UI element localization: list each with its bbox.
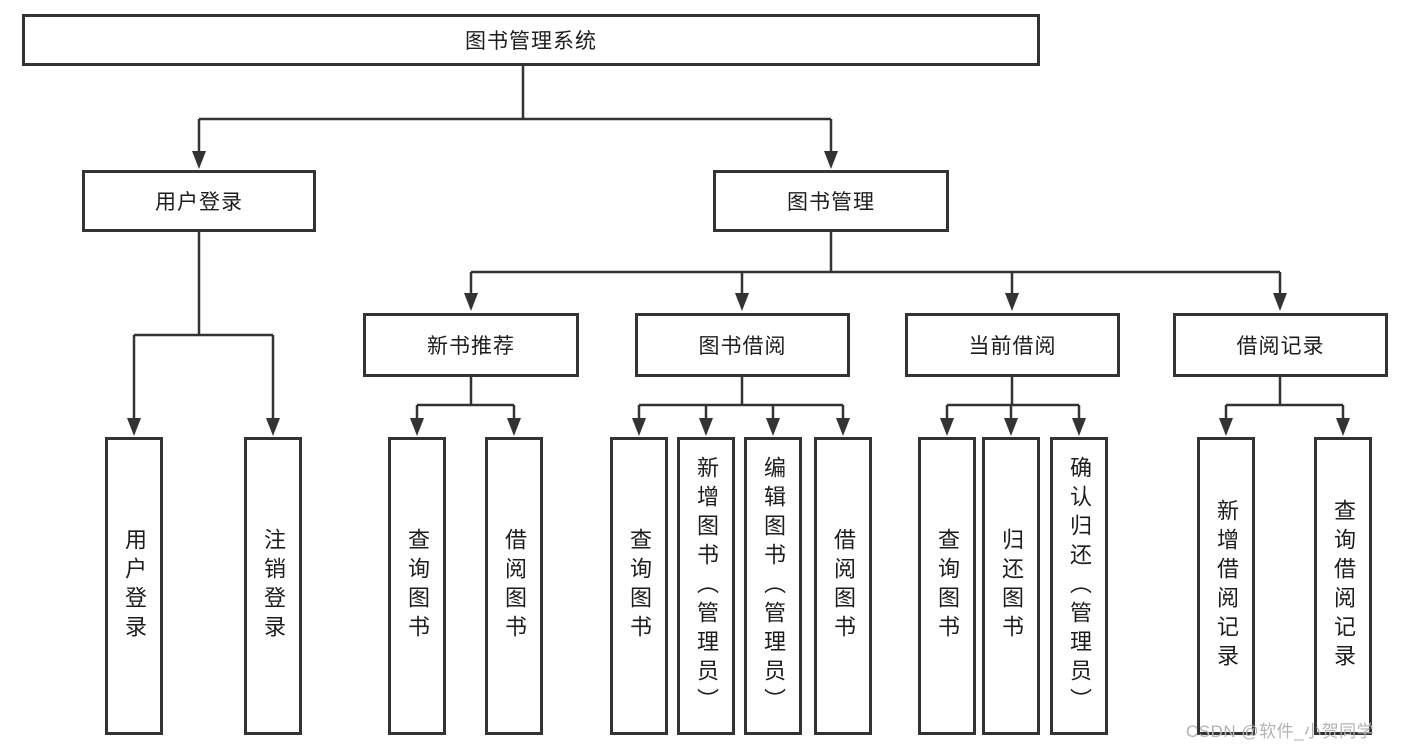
- leaf-confirm-return-admin-label: 确认归还（管理员）: [1067, 455, 1092, 717]
- leaf-add-borrow-record: 新增借阅记录: [1197, 437, 1255, 735]
- leaf-query-books-borrow-label: 查询图书: [627, 528, 652, 644]
- leaf-edit-book-admin-label: 编辑图书（管理员）: [761, 455, 786, 717]
- leaf-add-book-admin: 新增图书（管理员）: [677, 437, 735, 735]
- leaf-query-books-borrow: 查询图书: [610, 437, 668, 735]
- root-label: 图书管理系统: [465, 30, 597, 53]
- leaf-query-books-current-label: 查询图书: [935, 528, 960, 644]
- node-user-login-label: 用户登录: [155, 191, 243, 214]
- leaf-borrow-books-label: 借阅图书: [831, 528, 856, 644]
- leaf-confirm-return-admin: 确认归还（管理员）: [1050, 437, 1108, 735]
- leaf-query-books-current: 查询图书: [918, 437, 976, 735]
- leaf-query-borrow-record-label: 查询借阅记录: [1331, 499, 1356, 673]
- node-user-login: 用户登录: [82, 170, 316, 232]
- leaf-query-books-recommend: 查询图书: [388, 437, 446, 735]
- root-box-library-system: 图书管理系统: [22, 14, 1040, 66]
- node-book-management-label: 图书管理: [787, 191, 875, 214]
- leaf-add-borrow-record-label: 新增借阅记录: [1214, 499, 1239, 673]
- leaf-user-login: 用户登录: [105, 437, 163, 735]
- node-book-management: 图书管理: [713, 170, 949, 232]
- leaf-logout: 注销登录: [244, 437, 302, 735]
- leaf-borrow-books: 借阅图书: [814, 437, 872, 735]
- leaf-edit-book-admin: 编辑图书（管理员）: [744, 437, 802, 735]
- leaf-borrow-books-recommend-label: 借阅图书: [502, 528, 527, 644]
- leaf-user-login-label: 用户登录: [122, 528, 147, 644]
- node-new-book-recommend-label: 新书推荐: [427, 335, 515, 358]
- leaf-borrow-books-recommend: 借阅图书: [485, 437, 543, 735]
- node-book-borrow: 图书借阅: [635, 313, 850, 377]
- leaf-add-book-admin-label: 新增图书（管理员）: [694, 455, 719, 717]
- node-borrow-records: 借阅记录: [1173, 313, 1388, 377]
- node-book-borrow-label: 图书借阅: [698, 335, 787, 358]
- leaf-logout-label: 注销登录: [261, 528, 286, 644]
- leaf-query-borrow-record: 查询借阅记录: [1314, 437, 1372, 735]
- node-current-borrow: 当前借阅: [905, 313, 1120, 377]
- leaf-return-book: 归还图书: [982, 437, 1040, 735]
- leaf-query-books-recommend-label: 查询图书: [405, 528, 430, 644]
- node-current-borrow-label: 当前借阅: [968, 335, 1057, 358]
- node-new-book-recommend: 新书推荐: [363, 313, 579, 377]
- node-borrow-records-label: 借阅记录: [1236, 335, 1325, 358]
- csdn-watermark: CSDN @软件_小贺同学: [1186, 722, 1375, 741]
- leaf-return-book-label: 归还图书: [999, 528, 1024, 644]
